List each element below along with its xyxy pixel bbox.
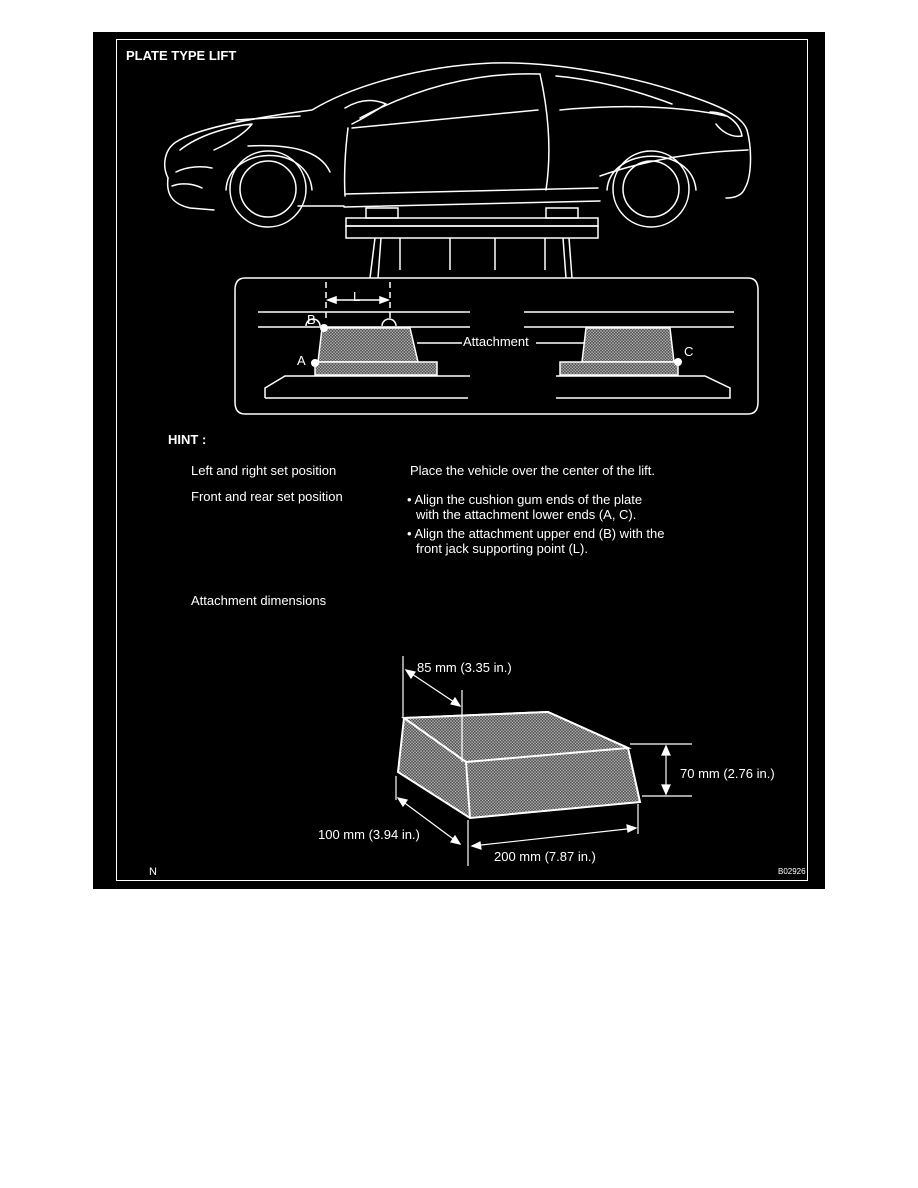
- hint-row-label: Attachment dimensions: [191, 593, 327, 608]
- bullet-line: • Align the cushion gum ends of the plat…: [407, 492, 643, 507]
- dimension-depth: 100 mm (3.94 in.): [318, 827, 420, 842]
- lift-illustration: [345, 207, 599, 279]
- label-B: B: [307, 312, 316, 327]
- dimension-height: 70 mm (2.76 in.): [680, 766, 775, 781]
- hint-row-text: Place the vehicle over the center of the…: [410, 463, 655, 478]
- figure-title: PLATE TYPE LIFT: [126, 48, 237, 63]
- attachment-3d-block: [396, 710, 642, 820]
- figure-code: B02926: [778, 867, 806, 876]
- label-L: L: [353, 289, 361, 304]
- dimension-length: 200 mm (7.87 in.): [494, 849, 596, 864]
- footer-left: N: [149, 866, 157, 878]
- label-C: C: [684, 344, 694, 359]
- hint-row-label: Left and right set position: [191, 463, 337, 478]
- detail-callout: [234, 277, 759, 415]
- label-attachment: Attachment: [463, 334, 529, 349]
- bullet-line: front jack supporting point (L).: [416, 541, 588, 556]
- dimension-lines: [395, 656, 692, 866]
- hint-row-label: Front and rear set position: [191, 489, 343, 504]
- dimension-top-width: 85 mm (3.35 in.): [417, 660, 512, 675]
- label-A: A: [297, 353, 306, 368]
- attachment-blocks: [311, 324, 682, 376]
- bullet-line: • Align the attachment upper end (B) wit…: [407, 526, 665, 541]
- hint-bullet: • Align the attachment upper end (B) wit…: [407, 526, 664, 556]
- bullet-line: with the attachment lower ends (A, C).: [416, 507, 637, 522]
- car-illustration: [163, 62, 752, 228]
- figure-frame: [116, 39, 808, 881]
- hint-heading: HINT :: [168, 432, 207, 447]
- hint-bullet: • Align the cushion gum ends of the plat…: [407, 492, 642, 522]
